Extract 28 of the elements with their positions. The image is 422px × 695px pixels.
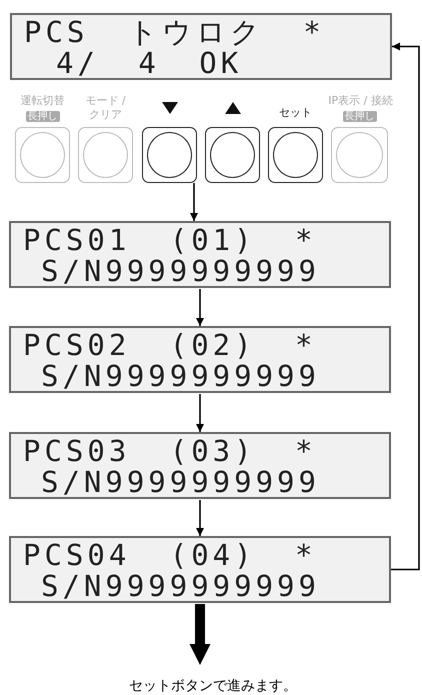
button-label: 運転切替 [20,94,66,108]
arrow [196,394,204,432]
arrow [196,500,204,536]
long-press-badge: 長押し [342,111,376,122]
lcd-text: S/N9999999999 [41,467,320,497]
arrow [190,183,198,221]
lcd-screen [9,326,391,393]
caption: セットボタンで進みます。 [129,677,297,695]
lcd-text: PCS02 (02) * [23,330,317,360]
button-label: モード / クリア [84,94,127,122]
lcd-text: S/N9999999999 [41,361,320,391]
lcd-screen [10,13,392,80]
lcd-text: S/N9999999999 [41,256,320,286]
lcd-screen [9,432,391,499]
lcd-text: PCS01 (01) * [23,225,317,255]
button-label: セット [278,106,313,120]
arrow [196,289,204,326]
lcd-text: PCS03 (03) * [23,436,317,466]
button-label: IP表示 / 接続 [327,94,394,108]
lcd-text: 4/ 4 OK [56,48,242,78]
lcd-text: PCS トウロク * [24,17,325,47]
arrow [190,604,210,665]
arrow [391,42,420,570]
lcd-screen [9,536,391,603]
lcd-text: PCS04 (04) * [23,540,317,570]
long-press-badge: 長押し [26,111,60,122]
lcd-screen [9,221,391,288]
lcd-text: S/N9999999999 [41,571,320,601]
